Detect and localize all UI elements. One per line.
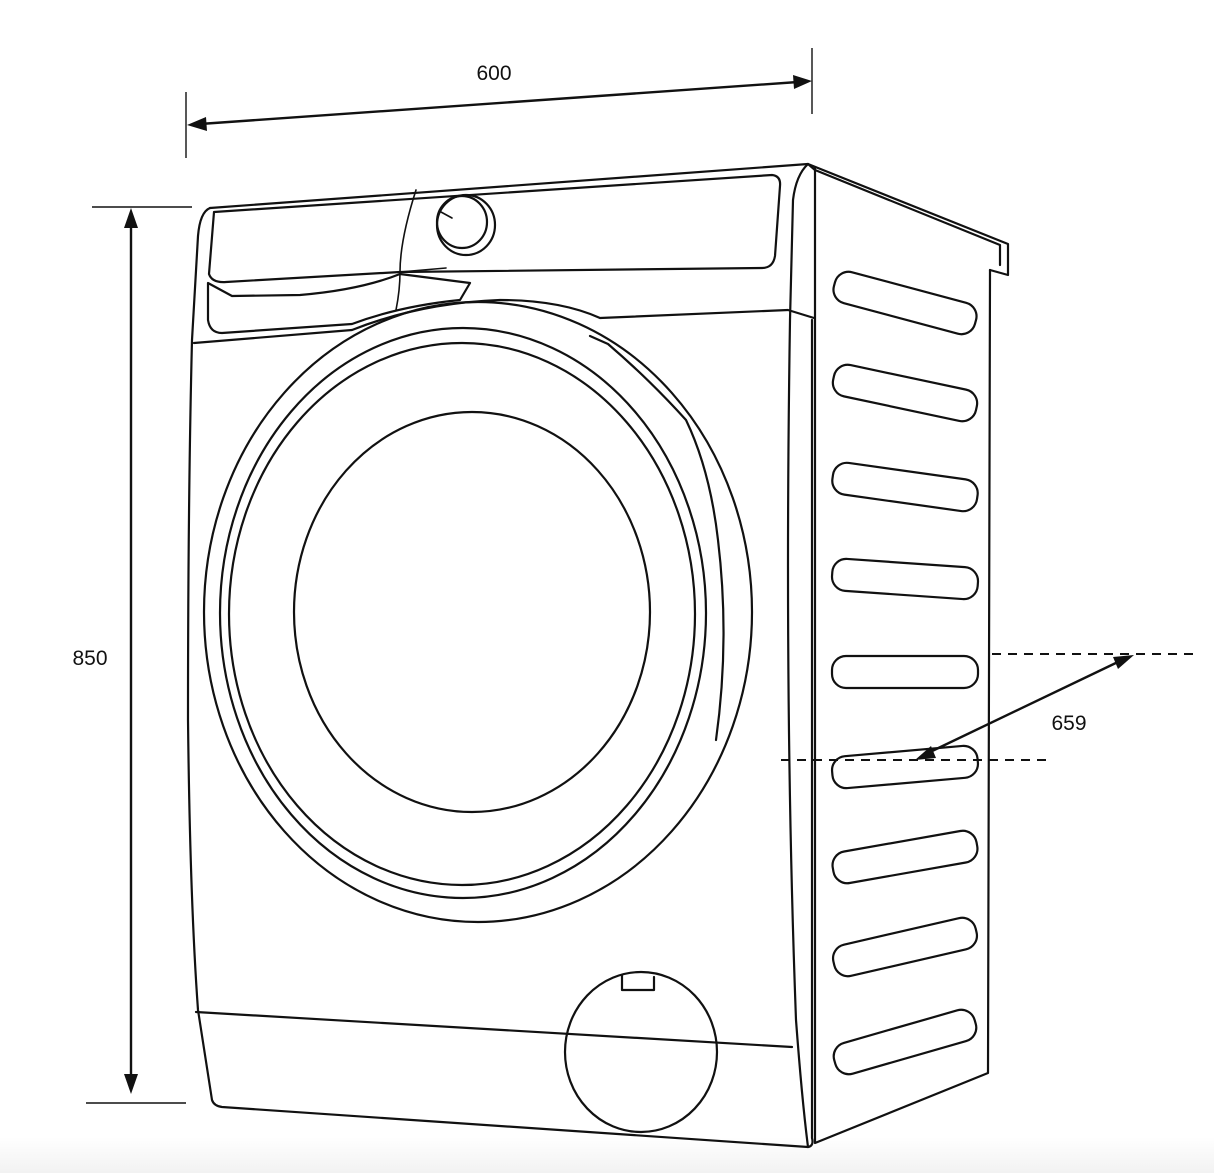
- width-arrow-right: [793, 75, 812, 89]
- front-panel-outline: [186, 206, 814, 1149]
- side-slot: [831, 363, 979, 423]
- height-arrow-bottom: [124, 1074, 138, 1094]
- side-slot: [832, 270, 978, 336]
- door-glass: [292, 410, 652, 814]
- side-vent-slots: [830, 270, 980, 1076]
- program-knob-indicator: [440, 211, 453, 219]
- front-right-edge: [786, 162, 810, 1149]
- detergent-drawer: [206, 272, 472, 335]
- door-middle-ring: [218, 326, 708, 900]
- side-panel-outline: [813, 166, 992, 1145]
- door-inner-ring: [227, 341, 697, 887]
- depth-label: 659: [1051, 712, 1086, 735]
- width-arrow-left: [187, 117, 207, 131]
- height-dimension: 850: [72, 206, 192, 1104]
- side-slot: [830, 654, 980, 690]
- depth-dimension-line: [927, 659, 1121, 755]
- height-arrow-top: [124, 208, 138, 228]
- drawer-handle-line: [399, 267, 447, 273]
- side-slot: [830, 557, 980, 601]
- service-hatch: [563, 970, 719, 1134]
- door-outer-ring: [202, 300, 754, 924]
- drawer-divider: [395, 189, 417, 311]
- bottom-fade: [0, 1137, 1214, 1173]
- top-plate-edge: [806, 162, 1002, 267]
- depth-dimension: 659: [781, 653, 1194, 761]
- side-slot: [831, 916, 979, 978]
- height-label: 850: [72, 647, 107, 670]
- door-hinge-bulge: [588, 334, 725, 742]
- width-dimension-line: [199, 80, 799, 126]
- width-label: 600: [476, 62, 511, 85]
- top-plate: [208, 162, 1010, 277]
- depth-arrow-upper: [1113, 655, 1134, 669]
- width-dimension: 600: [185, 48, 813, 158]
- side-slot: [831, 461, 979, 513]
- control-panel-bottom-edge: [192, 298, 816, 345]
- plinth-line: [194, 1010, 794, 1049]
- side-slot: [830, 744, 980, 790]
- side-slot: [831, 829, 979, 885]
- control-panel-frame: [207, 173, 782, 284]
- washing-machine: [186, 162, 1010, 1149]
- side-slot: [832, 1008, 978, 1076]
- program-knob-inner: [435, 194, 489, 250]
- service-hatch-tab: [620, 973, 656, 992]
